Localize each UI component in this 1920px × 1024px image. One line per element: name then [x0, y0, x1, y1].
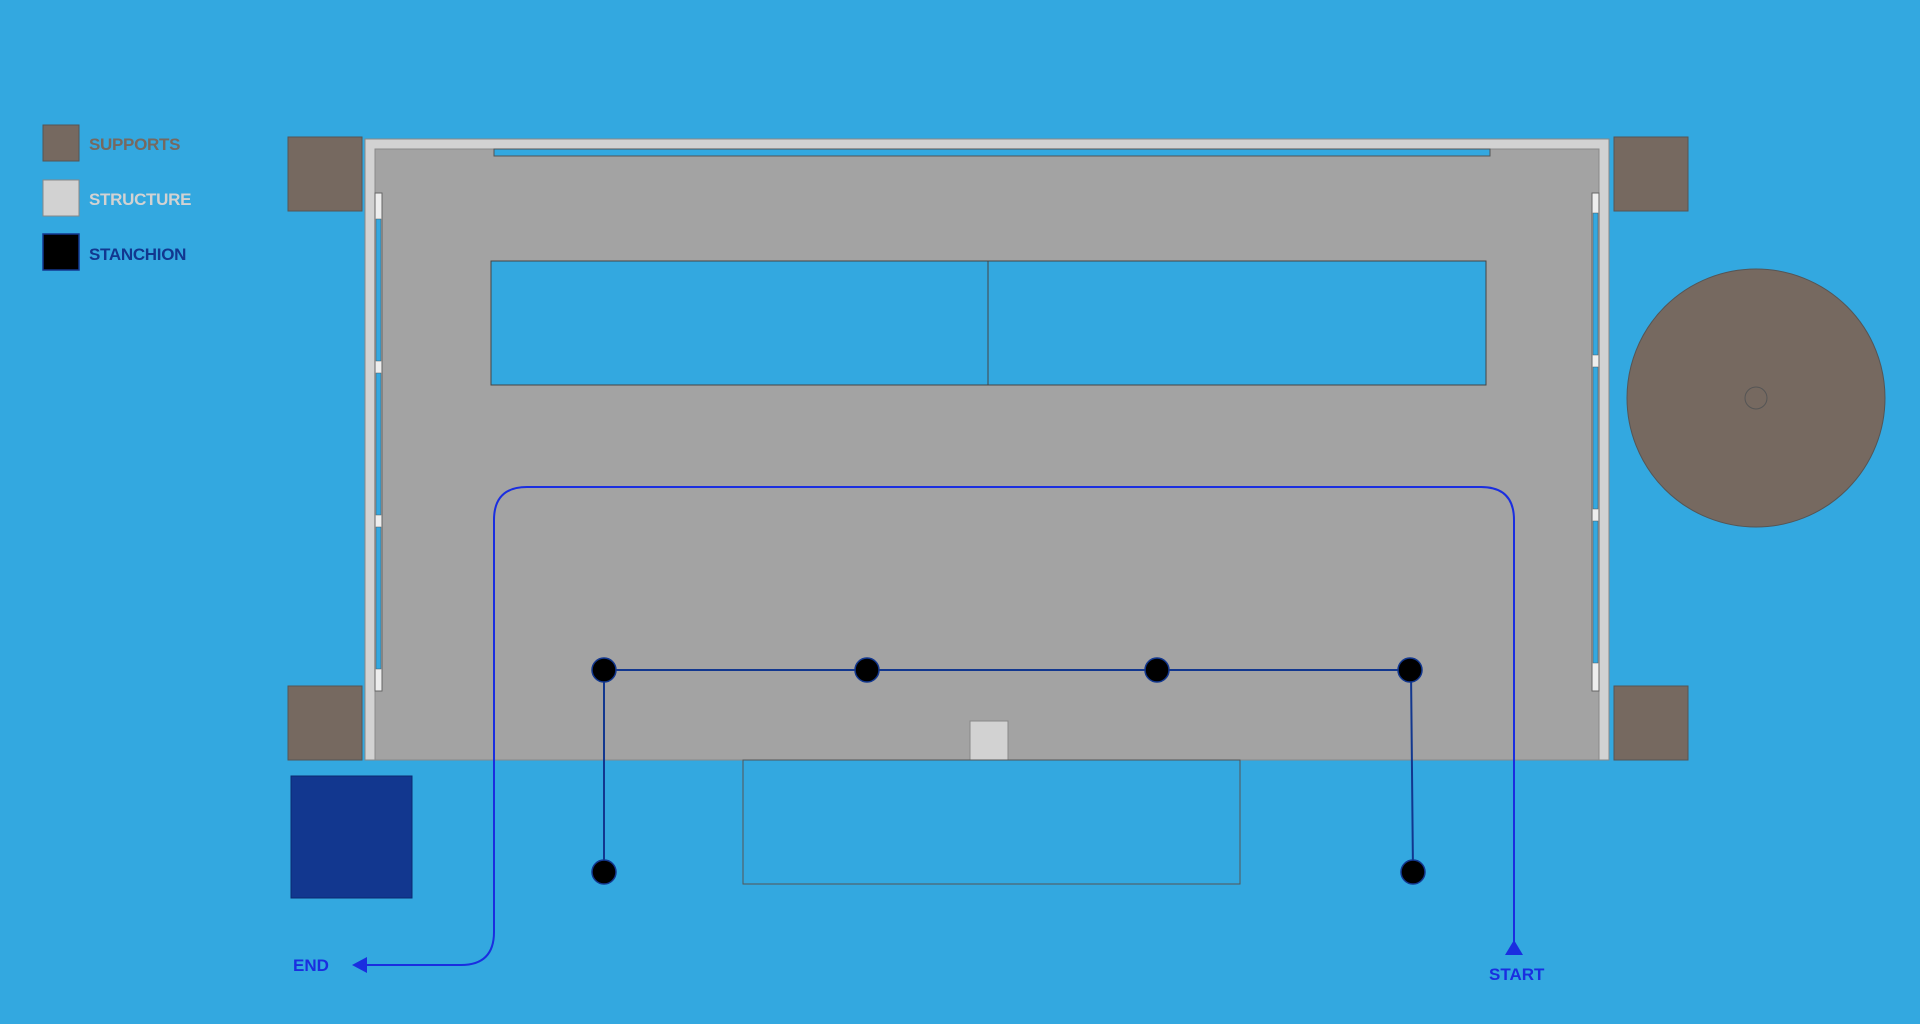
support-bottom-right	[1613, 685, 1689, 761]
support-bottom-left	[287, 685, 363, 761]
legend-swatch-stanchion	[42, 233, 80, 271]
stanchion-post	[1144, 657, 1170, 683]
legend-swatch-structure	[42, 179, 80, 217]
marker-block	[290, 775, 413, 899]
round-support	[1626, 268, 1886, 528]
stanchion-post	[591, 657, 617, 683]
legend-label-structure: STRUCTURE	[89, 190, 191, 209]
left-window-2	[375, 372, 382, 516]
stanchion-post	[591, 859, 617, 885]
legend-label-stanchion: STANCHION	[89, 245, 186, 264]
structure-block	[969, 720, 1009, 761]
top-slot-opening	[493, 148, 1491, 157]
support-top-right	[1613, 136, 1689, 212]
corner-supports	[287, 136, 1689, 761]
route-end-arrow	[352, 957, 367, 973]
stanchion-barrier	[591, 657, 1426, 885]
stanchion-post	[1397, 657, 1423, 683]
route: START END	[293, 486, 1545, 984]
stanchion-rope	[603, 669, 1414, 873]
round-support-center	[1744, 386, 1768, 410]
left-window-3	[375, 526, 382, 670]
upper-opening-right	[987, 260, 1487, 386]
stanchion-post	[854, 657, 880, 683]
route-start-label: START	[1489, 965, 1545, 984]
legend-label-supports: SUPPORTS	[89, 135, 180, 154]
right-window-3	[1592, 520, 1599, 664]
support-top-left	[287, 136, 363, 212]
right-window-2	[1592, 366, 1599, 510]
route-start-arrow	[1505, 940, 1523, 955]
upper-opening-left	[490, 260, 990, 386]
legend: SUPPORTS STRUCTURE STANCHION	[42, 124, 191, 271]
round-support-disc	[1626, 268, 1886, 528]
lower-opening	[742, 759, 1241, 885]
legend-swatch-supports	[42, 124, 80, 162]
right-window-1	[1592, 212, 1599, 356]
route-end-label: END	[293, 956, 329, 975]
floor-area	[374, 148, 1600, 761]
left-window-1	[375, 218, 382, 362]
route-path	[362, 486, 1515, 966]
main-structure	[364, 138, 1610, 761]
stanchion-post	[1400, 859, 1426, 885]
